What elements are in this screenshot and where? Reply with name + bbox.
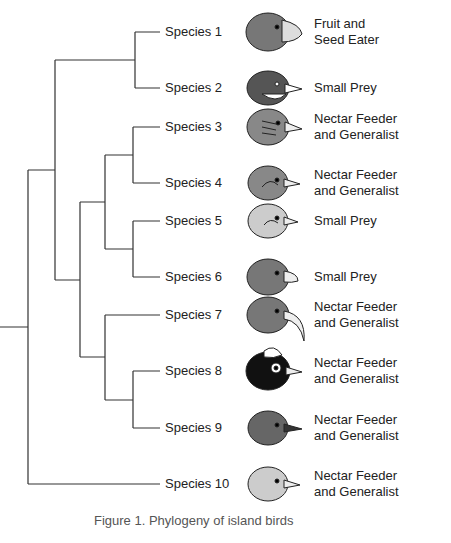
species-label: Species 1 (165, 24, 222, 40)
bird-head (248, 204, 298, 238)
species-label: Species 9 (165, 420, 222, 436)
bird-head (247, 297, 304, 341)
species-label: Species 5 (165, 213, 222, 229)
diet-label: Nectar Feeder and Generalist (314, 111, 414, 143)
species-label: Species 10 (165, 476, 229, 492)
bird-head (247, 71, 302, 105)
diet-label: Nectar Feeder and Generalist (314, 355, 414, 387)
species-label: Species 6 (165, 269, 222, 285)
species-label: Species 2 (165, 80, 222, 96)
bird-head (246, 348, 302, 390)
diet-label: Nectar Feeder and Generalist (314, 167, 414, 199)
tree-branches (0, 32, 160, 484)
bird-head (248, 467, 300, 501)
diet-label: Nectar Feeder and Generalist (314, 412, 414, 444)
bird-head (247, 259, 298, 295)
bird-head (247, 109, 302, 145)
species-label: Species 3 (165, 119, 222, 135)
figure-caption: Figure 1. Phylogeny of island birds (94, 513, 293, 529)
diet-label: Small Prey (314, 80, 386, 96)
bird-head (248, 166, 300, 200)
diet-label: Nectar Feeder and Generalist (314, 468, 414, 500)
bird-heads (246, 13, 304, 501)
species-label: Species 4 (165, 175, 222, 191)
diet-label: Small Prey (314, 213, 386, 229)
diet-label: Small Prey (314, 269, 386, 285)
diet-label: Fruit and Seed Eater (314, 16, 386, 48)
diet-label: Nectar Feeder and Generalist (314, 299, 414, 331)
species-label: Species 7 (165, 307, 222, 323)
bird-head (248, 411, 302, 445)
bird-head (246, 13, 302, 51)
species-label: Species 8 (165, 363, 222, 379)
